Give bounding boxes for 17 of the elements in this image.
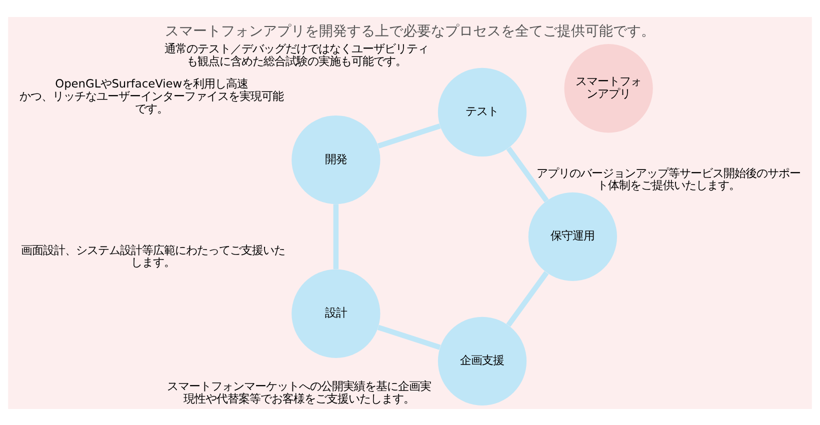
node-label: 画面設計、システム設計等広範にわたってご支援いたします。 bbox=[20, 242, 285, 269]
node-label: 通常のテスト／デバッグだけではなくユーザビリティも観点に含めた総合試験の実施も可能です。 bbox=[164, 40, 429, 68]
node-circle: 保守運用 bbox=[528, 192, 618, 281]
node-circle: 設計 bbox=[292, 268, 380, 358]
node-circle: 企画支援 bbox=[438, 316, 527, 405]
connector bbox=[506, 270, 549, 326]
node-circle: スマートフォンアプリ bbox=[564, 44, 653, 132]
node-label: スマートフォンマーケットへの公開実績を基に企画実現性や代替案等でお客様をご支援いたします。 bbox=[166, 378, 431, 405]
node-label: OpenGLやSurfaceViewを利用し高速かつ、リッチなユーザーインターファイスを実現可能です。 bbox=[20, 76, 284, 115]
node-circle: テスト bbox=[438, 67, 527, 156]
node-circle: 開発 bbox=[292, 114, 380, 204]
connector bbox=[333, 204, 339, 269]
diagram-title: スマートフォンアプリを開発する上で必要なプロセスを全てご提供可能です。 bbox=[165, 22, 655, 39]
connector bbox=[506, 146, 549, 202]
connector bbox=[377, 324, 441, 350]
connector bbox=[377, 122, 441, 148]
node-label: アプリのバージョンアップ等サービス開始後のサポート体制をご提供いたします。 bbox=[536, 165, 800, 192]
